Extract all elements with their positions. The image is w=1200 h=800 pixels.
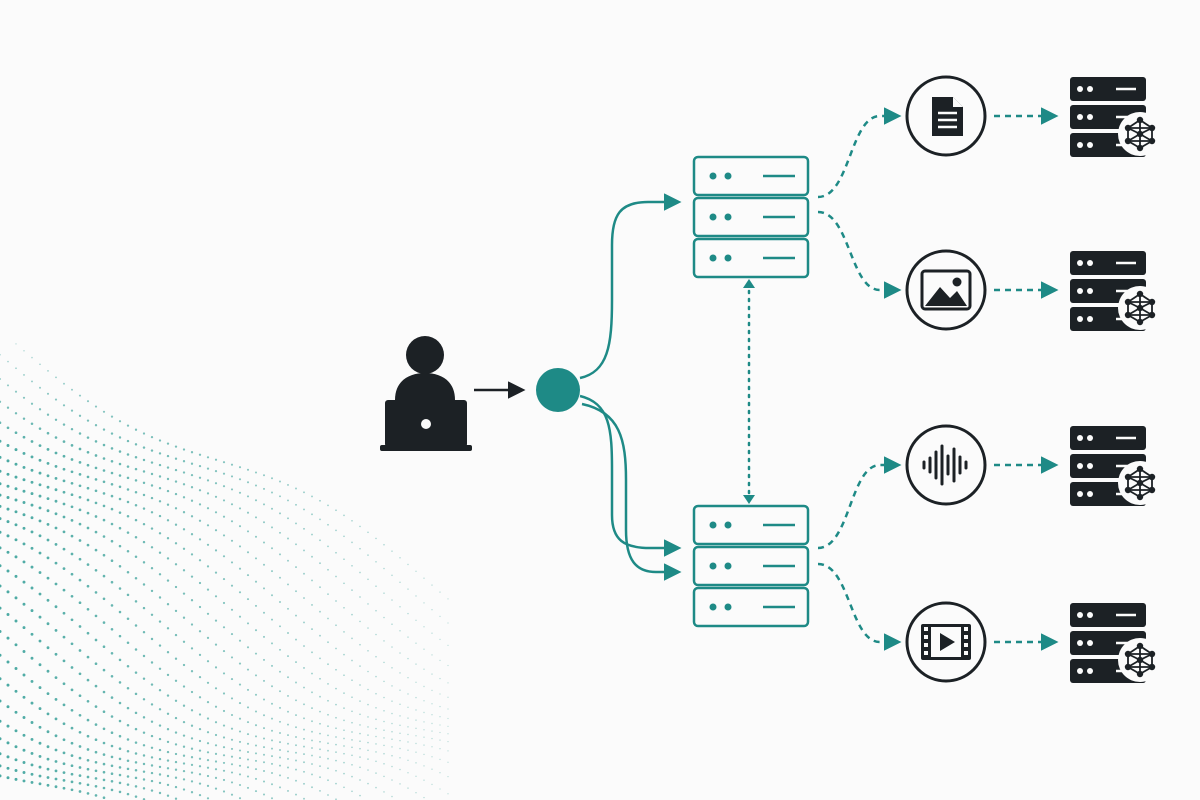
document-icon	[905, 75, 987, 157]
dotted-wave-decoration	[0, 343, 449, 800]
teal-dot-icon	[536, 368, 580, 412]
user-at-laptop-icon	[380, 336, 472, 451]
ai-server-icon	[1070, 603, 1162, 683]
top-server-to-document-arrow	[817, 107, 902, 199]
router-to-bottom-server-arrow-2	[581, 402, 682, 581]
ai-server-icon	[1070, 77, 1162, 157]
server-to-modality-connectors	[817, 107, 902, 651]
ai-server-icon	[1070, 426, 1162, 506]
router-to-top-server-arrow	[579, 193, 682, 380]
modality-to-ai-connectors	[994, 107, 1059, 651]
router-connectors	[579, 193, 682, 581]
ai-servers-group	[1070, 77, 1162, 683]
server-stack-icon	[692, 155, 810, 279]
server-sync-arrowhead-top	[743, 279, 755, 288]
server-stack-icon	[692, 504, 810, 628]
video-icon	[905, 601, 987, 683]
top-server-to-image-arrow	[817, 210, 902, 299]
image-icon	[905, 249, 987, 331]
audio-waveform-icon	[905, 424, 987, 506]
ai-server-icon	[1070, 251, 1162, 331]
router-to-bottom-server-arrow-1	[579, 394, 682, 557]
bottom-server-to-audio-arrow	[817, 456, 902, 550]
server-sync-arrowhead-bottom	[743, 495, 755, 504]
bottom-server-to-video-arrow	[817, 562, 902, 651]
